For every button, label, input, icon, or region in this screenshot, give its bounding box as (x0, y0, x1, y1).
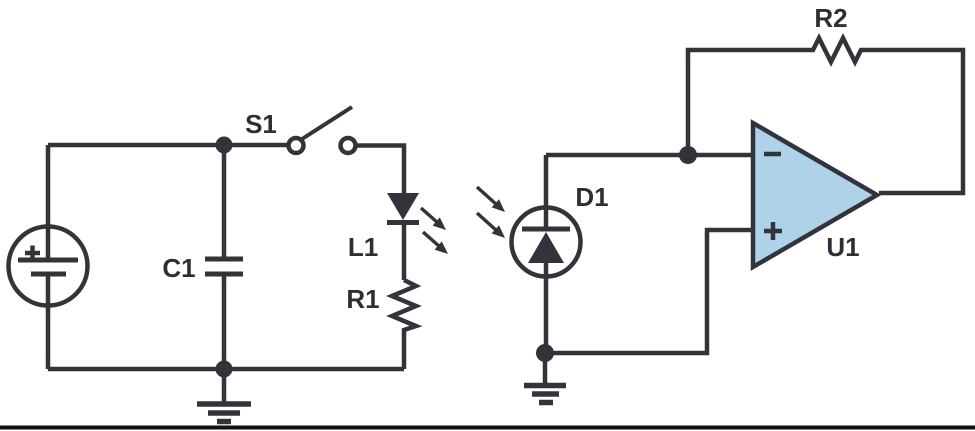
arrowhead (432, 217, 446, 230)
noninverting-input-wire (545, 227, 753, 356)
led-triangle (387, 193, 419, 220)
led-label: L1 (348, 232, 378, 262)
switch-label: S1 (245, 109, 277, 139)
opamp-u1 (750, 119, 882, 271)
switch-s1 (48, 105, 407, 193)
battery-plus-sign (25, 245, 40, 261)
led-l1 (387, 206, 442, 280)
feedback-resistor-r2 (685, 32, 966, 196)
opamp-input-wires (545, 152, 753, 356)
led-emission-ray (421, 230, 442, 249)
opamp-plus-sign (764, 222, 782, 240)
photodiode-d1 (475, 155, 583, 353)
schematic (6, 32, 966, 425)
junction-dot (215, 136, 233, 154)
junction-dot (215, 360, 233, 378)
capacitor-label: C1 (162, 253, 195, 283)
resistor-r1 (386, 277, 423, 369)
feedback-resistor-label: R2 (814, 3, 847, 33)
labels: S1 C1 L1 R1 D1 R2 U1 (162, 3, 859, 314)
switch-lever (300, 105, 354, 141)
arrowhead (491, 225, 505, 238)
capacitor-c1 (205, 145, 243, 369)
battery-symbol (6, 145, 90, 369)
resistor1-label: R1 (346, 284, 379, 314)
opamp-label: U1 (826, 232, 859, 262)
led-emission-ray (419, 206, 440, 225)
arrowhead (491, 199, 505, 212)
incident-light-ray (475, 211, 499, 233)
incident-light-ray (475, 185, 499, 207)
junction-dot (536, 344, 554, 362)
junction-dot (679, 146, 697, 164)
filled-shapes (215, 136, 697, 378)
photodiode-label: D1 (575, 182, 608, 212)
photodiode-triangle (528, 232, 564, 263)
arrowhead (434, 241, 448, 254)
